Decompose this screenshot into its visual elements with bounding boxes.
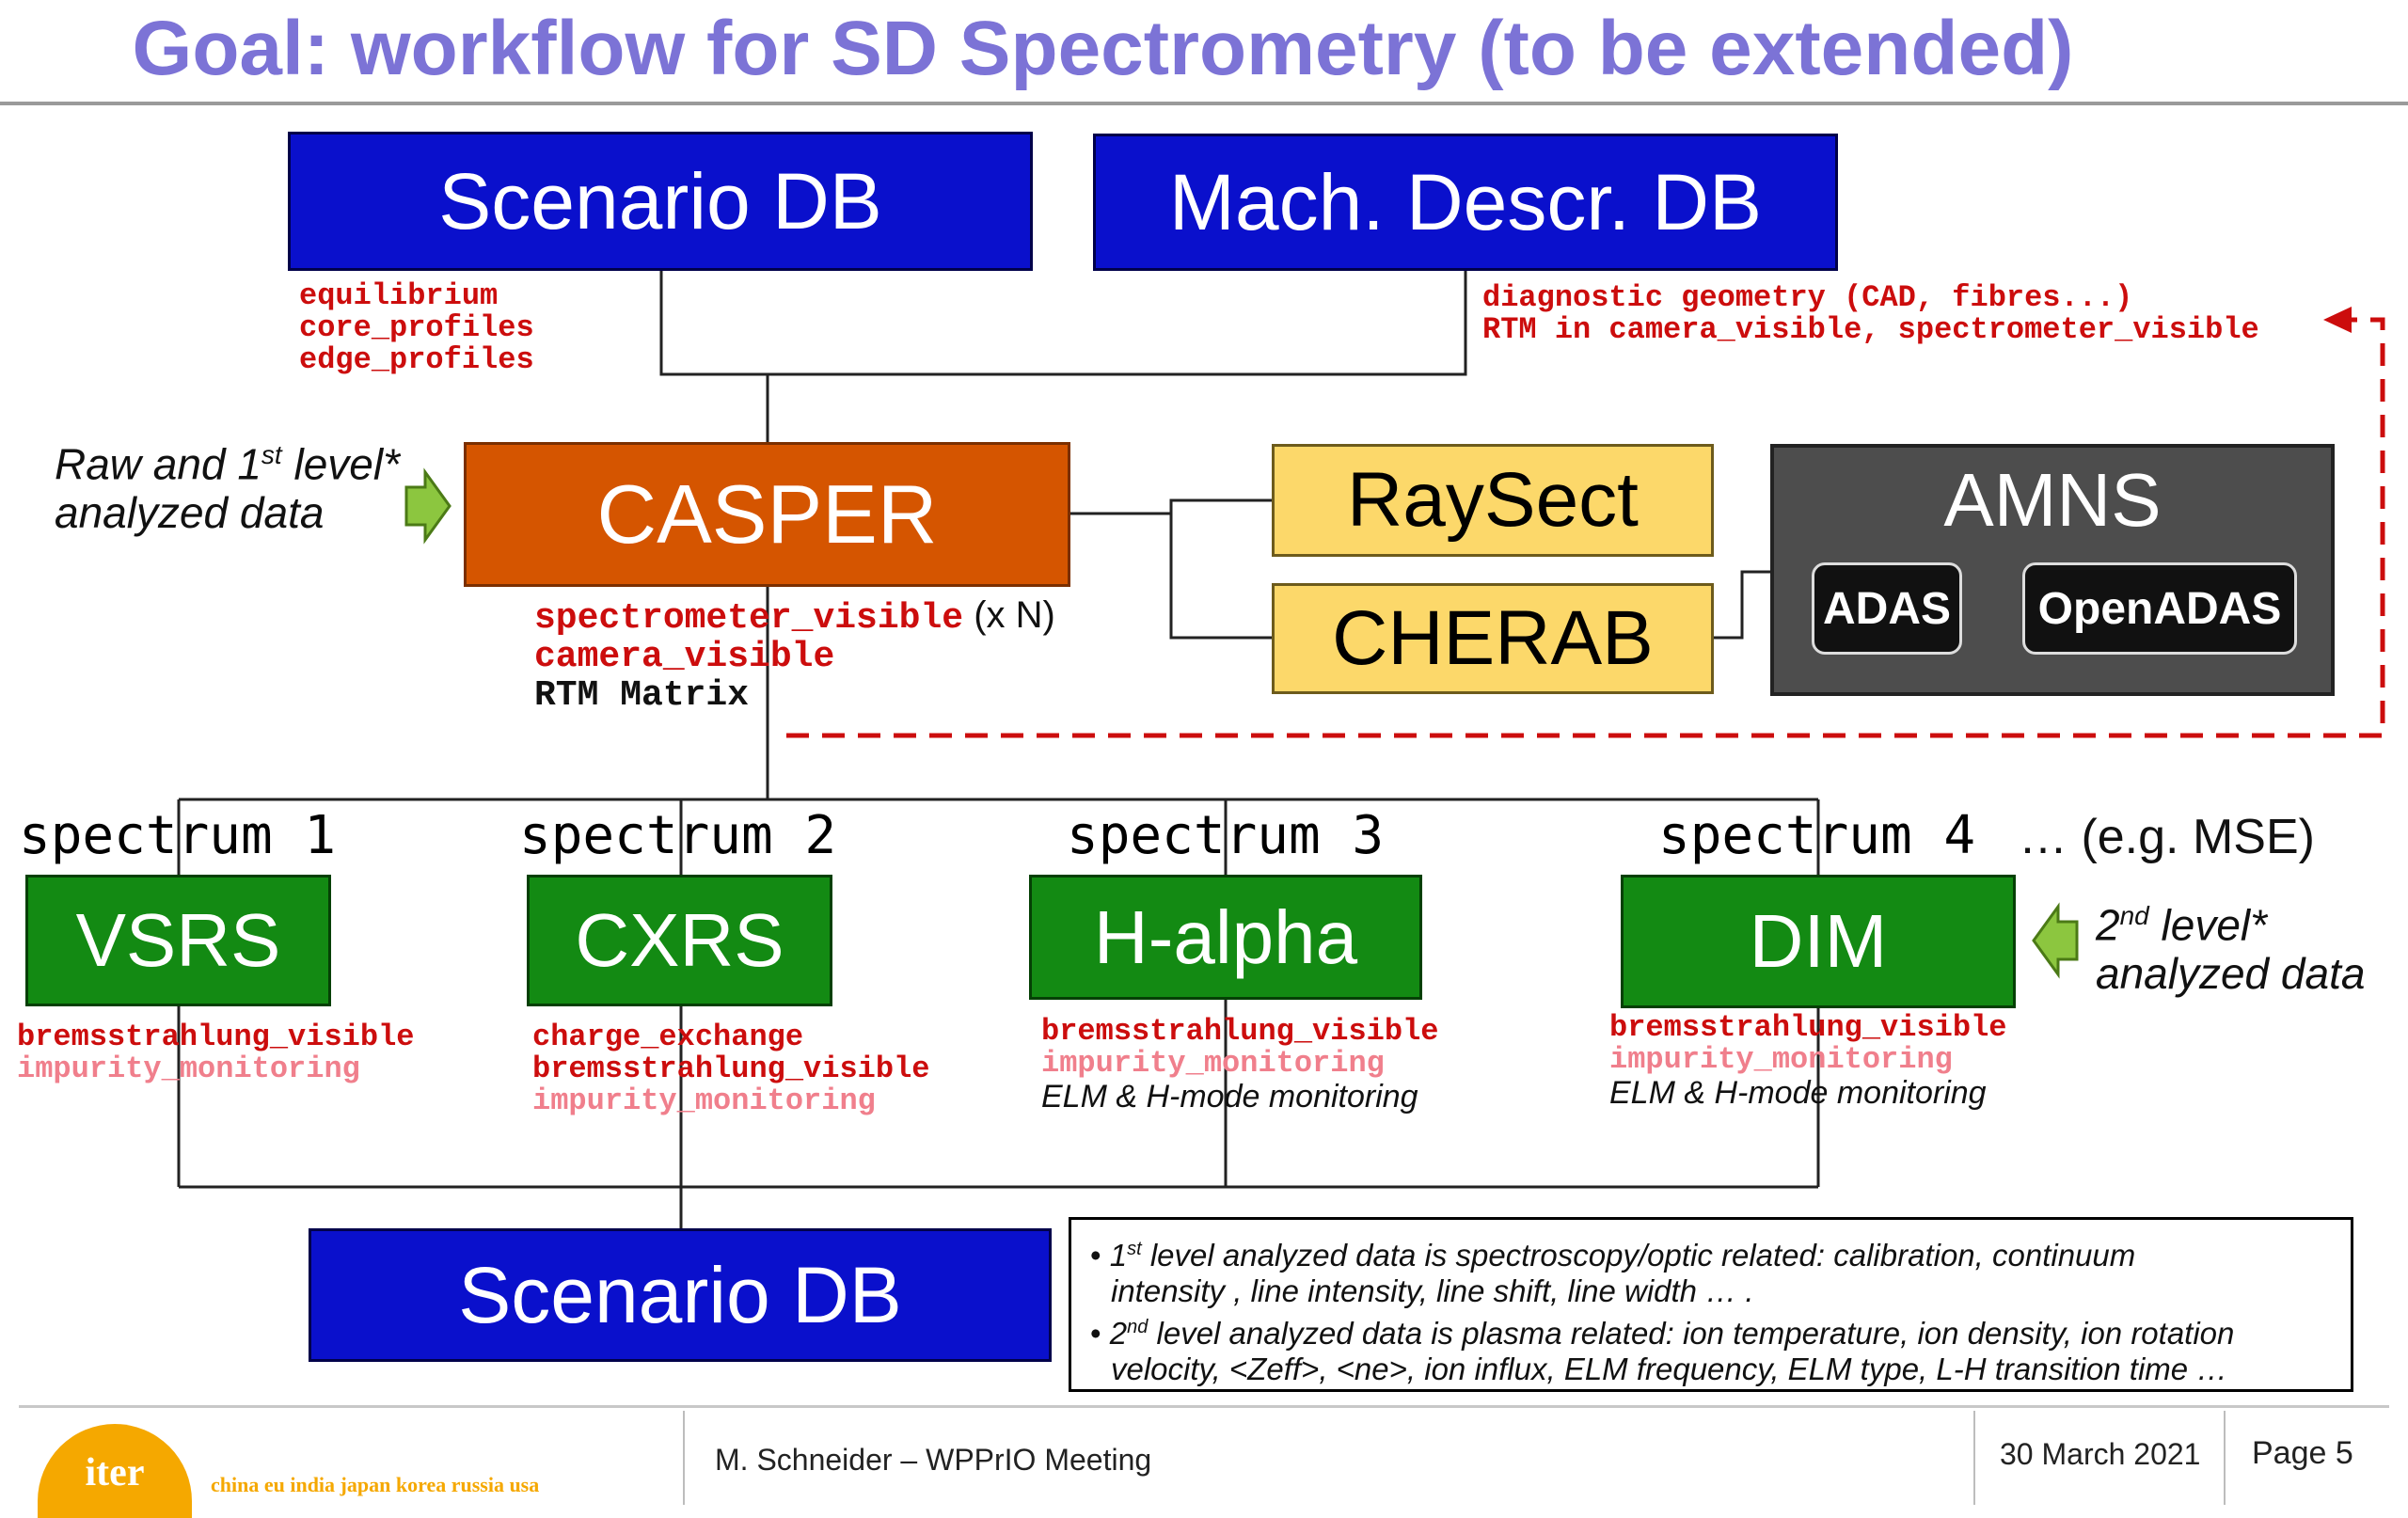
- rtm-matrix-label: RTM Matrix: [534, 675, 750, 716]
- footer-page: Page 5: [2252, 1435, 2353, 1471]
- footer-separator-3: [2224, 1411, 2226, 1505]
- camera-visible-label: camera_visible: [534, 637, 835, 677]
- diagnostic-geometry-label: diagnostic geometry (CAD, fibres...): [1482, 280, 2133, 315]
- note-1: • 1st level analyzed data is spectroscop…: [1090, 1238, 2136, 1273]
- footer-separator-2: [1973, 1411, 1975, 1505]
- rtm-label: RTM in camera_visible, spectrometer_visi…: [1482, 312, 2259, 347]
- note-1-cont: intensity , line intensity, line shift, …: [1111, 1273, 1754, 1308]
- partners-label: china eu india japan korea russia usa: [211, 1473, 540, 1496]
- amns-box[interactable]: AMNS ADAS OpenADAS: [1770, 444, 2335, 696]
- note-2-cont: velocity, <Zeff>, <ne>, ion influx, ELM …: [1111, 1352, 2228, 1386]
- ids-edge-profiles: edge_profiles: [299, 342, 534, 377]
- cxrs-ids-list: charge_exchange bremsstrahlung_visible i…: [532, 1021, 929, 1117]
- notes-box: • 1st level analyzed data is spectroscop…: [1069, 1217, 2353, 1392]
- footer-author: M. Schneider – WPPrIO Meeting: [715, 1443, 1152, 1477]
- h-alpha-ids-2: impurity_monitoring: [1041, 1046, 1385, 1081]
- multiplier-label: (x N): [974, 594, 1055, 636]
- scenario-db-box[interactable]: Scenario DB: [288, 132, 1033, 271]
- dim-ids-3: ELM & H-mode monitoring: [1609, 1075, 1987, 1111]
- spectrometer-visible-label: spectrometer_visible: [534, 598, 964, 639]
- cxrs-ids-3: impurity_monitoring: [532, 1083, 876, 1118]
- cxrs-ids-2: bremsstrahlung_visible: [532, 1052, 930, 1086]
- title-divider: [0, 102, 2408, 105]
- openadas-button[interactable]: OpenADAS: [2022, 562, 2297, 655]
- feedback-arrowhead: [2323, 307, 2352, 333]
- amns-title: AMNS: [1943, 458, 2162, 542]
- dim-box[interactable]: DIM: [1621, 875, 2016, 1008]
- casper-outputs: spectrometer_visible (x N) camera_visibl…: [534, 594, 1055, 716]
- spectrum-1-label: spectrum 1: [19, 805, 337, 866]
- slide-title: Goal: workflow for SD Spectrometry (to b…: [132, 6, 2074, 91]
- second-level-label: 2nd level* analyzed data: [2096, 900, 2366, 999]
- spectrum-extra-label: … (e.g. MSE): [2019, 810, 2315, 864]
- vsrs-ids-1: bremsstrahlung_visible: [17, 1020, 415, 1054]
- cxrs-ids-1: charge_exchange: [532, 1020, 804, 1054]
- vsrs-ids-2: impurity_monitoring: [17, 1052, 360, 1086]
- h-alpha-ids-3: ELM & H-mode monitoring: [1041, 1079, 1418, 1115]
- dim-ids-list: bremsstrahlung_visible impurity_monitori…: [1609, 1010, 2007, 1111]
- vsrs-box[interactable]: VSRS: [25, 875, 331, 1006]
- output-arrow-icon: [2032, 902, 2079, 979]
- adas-button[interactable]: ADAS: [1812, 562, 1962, 655]
- cherab-box[interactable]: CHERAB: [1272, 583, 1714, 694]
- h-alpha-ids-list: bremsstrahlung_visible impurity_monitori…: [1041, 1014, 1439, 1115]
- footer-separator-1: [683, 1411, 685, 1505]
- dim-ids-2: impurity_monitoring: [1609, 1042, 1953, 1077]
- mach-ids-list: diagnostic geometry (CAD, fibres...)RTM …: [1482, 282, 2259, 346]
- h-alpha-box[interactable]: H-alpha: [1029, 875, 1422, 1000]
- spectrum-3-label: spectrum 3: [1067, 805, 1385, 866]
- input-arrow-icon: [404, 467, 452, 545]
- mach-descr-db-box[interactable]: Mach. Descr. DB: [1093, 134, 1838, 271]
- ids-core-profiles: core_profiles: [299, 310, 534, 345]
- footer-divider: [19, 1405, 2389, 1408]
- vsrs-ids-list: bremsstrahlung_visible impurity_monitori…: [17, 1021, 414, 1085]
- spectrum-4-label: spectrum 4: [1658, 805, 1976, 866]
- raysect-box[interactable]: RaySect: [1272, 444, 1714, 557]
- h-alpha-ids-1: bremsstrahlung_visible: [1041, 1014, 1439, 1049]
- bottom-scenario-db-box[interactable]: Scenario DB: [309, 1228, 1052, 1362]
- dim-ids-1: bremsstrahlung_visible: [1609, 1010, 2007, 1045]
- footer-date: 30 March 2021: [2000, 1437, 2201, 1471]
- casper-box[interactable]: CASPER: [464, 442, 1070, 587]
- ids-equilibrium: equilibrium: [299, 278, 499, 313]
- note-2: • 2nd level analyzed data is plasma rela…: [1090, 1316, 2235, 1351]
- spectrum-2-label: spectrum 2: [519, 805, 837, 866]
- cxrs-box[interactable]: CXRS: [527, 875, 832, 1006]
- raw-data-label: Raw and 1st level* analyzed data: [55, 439, 400, 538]
